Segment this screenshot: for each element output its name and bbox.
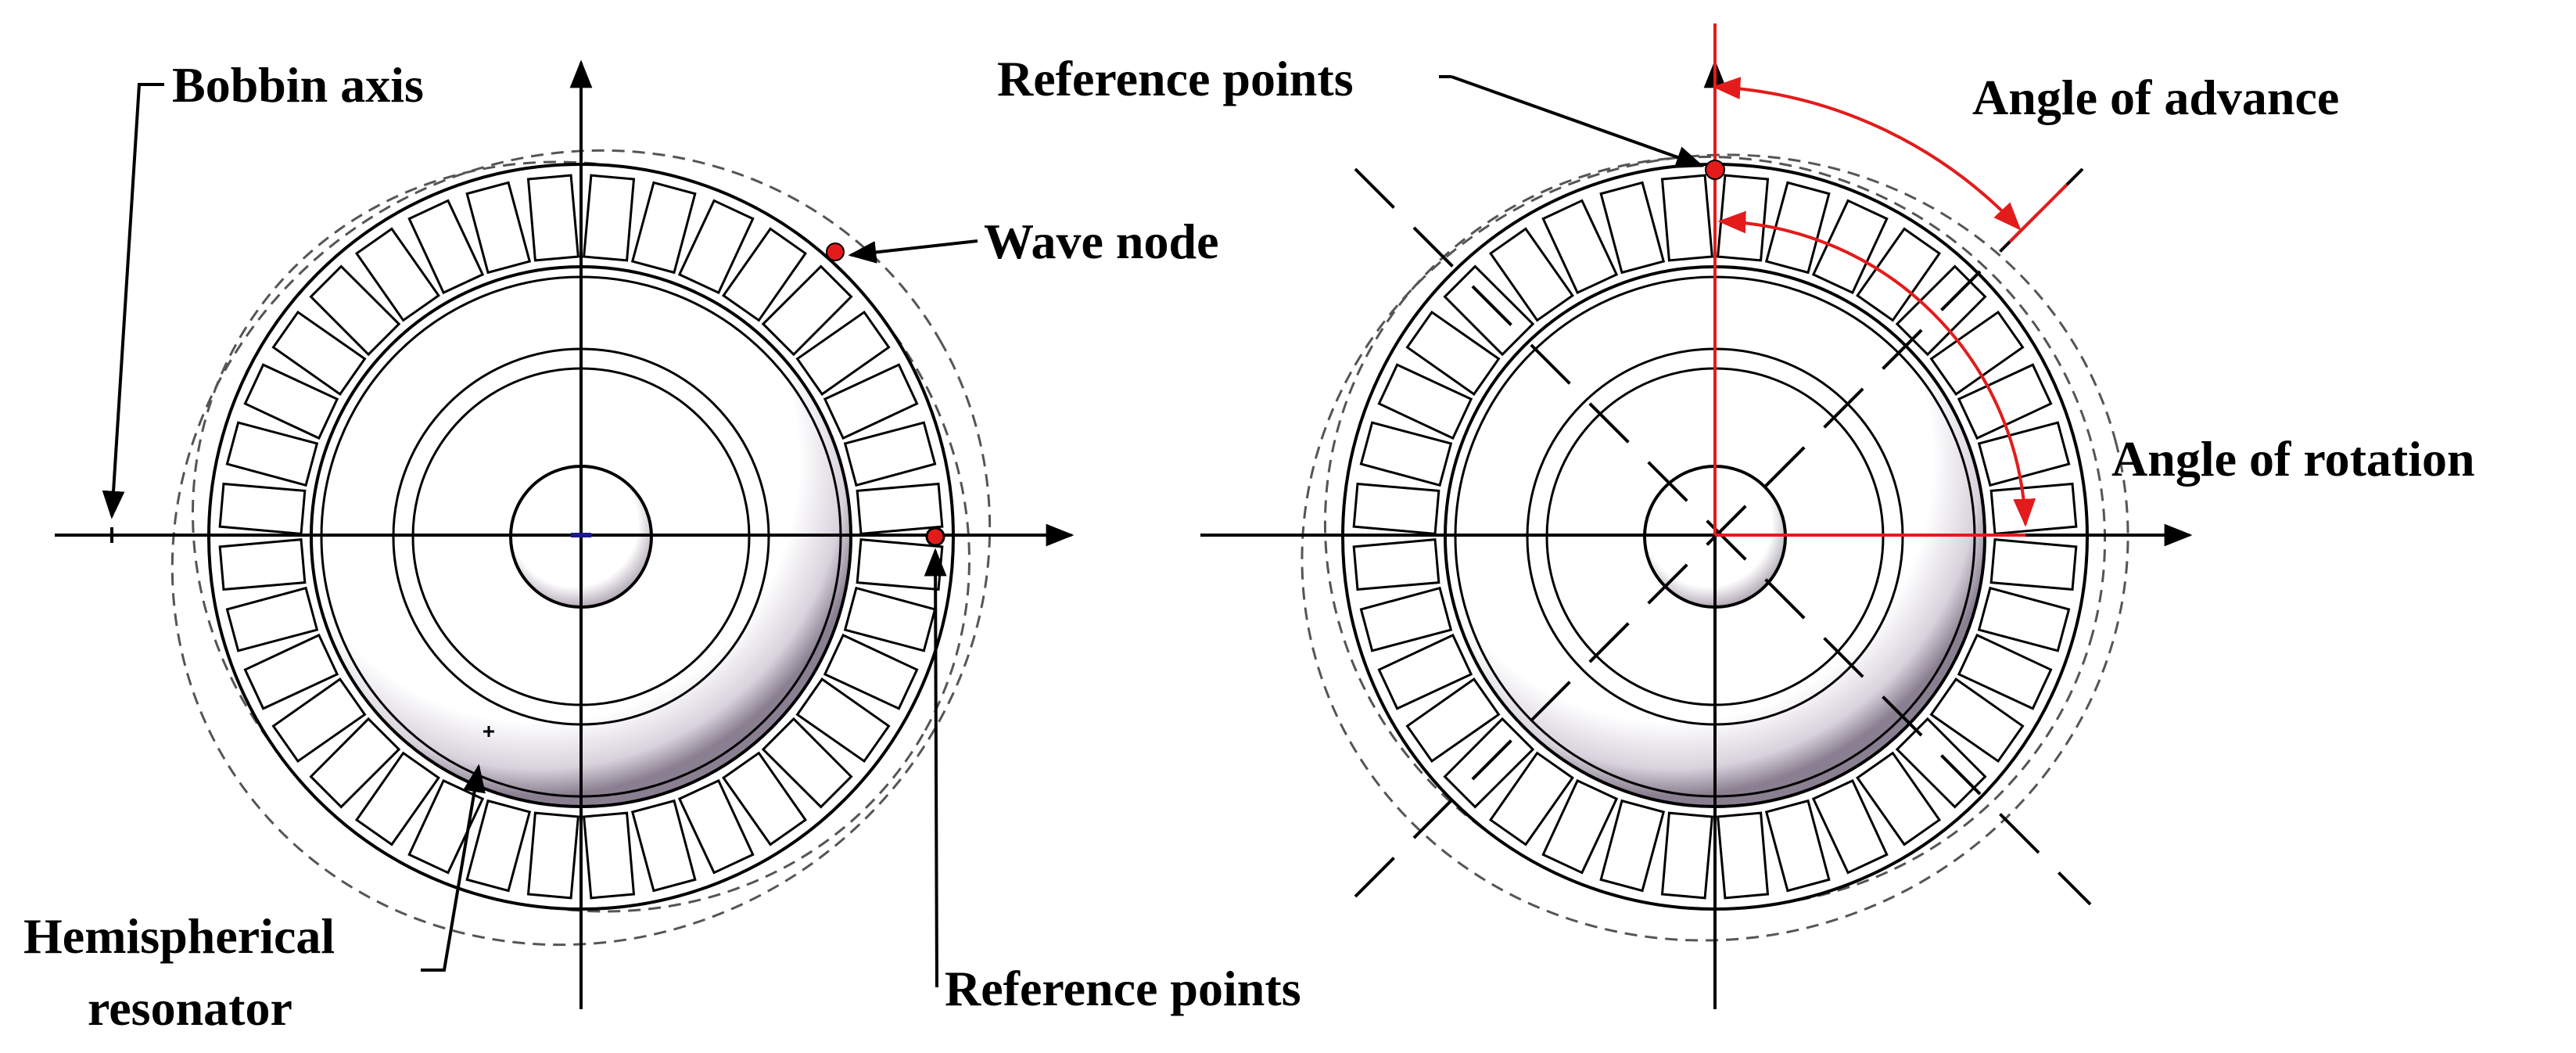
right-slot xyxy=(1957,633,2053,710)
left-slot xyxy=(271,677,367,764)
left-slot xyxy=(856,537,944,591)
angle-of-advance-label: Angle of advance xyxy=(1972,70,2339,125)
left-slot xyxy=(225,586,319,652)
left-slot xyxy=(630,799,697,893)
angle-of-rotation-label: Angle of rotation xyxy=(2111,431,2475,487)
left-slot xyxy=(243,633,339,710)
angle-of-rotation-arc xyxy=(1717,210,2036,527)
reference-points-right-label: Reference points xyxy=(997,51,1354,106)
left-slot xyxy=(218,482,307,536)
wave-node-point xyxy=(826,243,845,261)
wave-node-label: Wave node xyxy=(984,214,1218,269)
right-slot xyxy=(1716,174,1770,262)
left-slot-ring xyxy=(218,174,944,900)
left-slot xyxy=(582,174,636,262)
right-slot xyxy=(1359,586,1453,652)
left-slot xyxy=(843,586,937,652)
left-slot xyxy=(309,264,401,357)
left-slot xyxy=(407,778,485,875)
right-slot xyxy=(1895,717,1987,809)
right-slot xyxy=(1405,677,1501,764)
right-slot xyxy=(1541,778,1619,875)
left-slot xyxy=(630,181,697,275)
left-slot xyxy=(761,717,853,809)
right-slot xyxy=(1764,799,1831,893)
left-slot xyxy=(677,199,755,295)
right-slot xyxy=(1599,799,1666,893)
right-slot xyxy=(1405,310,1501,396)
left-slot xyxy=(526,174,580,262)
right-dashed-outline-1 xyxy=(1301,153,2129,942)
left-slot xyxy=(407,199,485,295)
left-slot xyxy=(795,310,891,396)
hemispherical-label-line1: Hemispherical xyxy=(23,908,335,964)
reference-points-left-leader xyxy=(924,548,947,988)
right-panel: Reference points Angle of advance Angle … xyxy=(997,23,2475,1009)
left-slot xyxy=(354,751,440,846)
reference-points-right-leader-2 xyxy=(1451,75,1705,168)
right-slot xyxy=(1352,482,1440,536)
wave-node-leader xyxy=(848,239,978,264)
left-slot xyxy=(218,537,307,591)
left-slot xyxy=(271,310,367,396)
right-slot xyxy=(1599,181,1666,275)
right-reference-point xyxy=(1705,160,1725,180)
right-slot xyxy=(1977,586,2071,652)
right-slot xyxy=(1989,537,2078,591)
right-slot xyxy=(1811,778,1889,875)
right-slot xyxy=(1488,751,1574,846)
hemispherical-label-line2: resonator xyxy=(88,980,292,1036)
right-slot xyxy=(1443,264,1535,357)
left-slot xyxy=(722,227,808,322)
right-slot xyxy=(1856,751,1942,846)
left-slot xyxy=(677,778,755,875)
left-slot xyxy=(856,482,944,536)
left-panel: Bobbin axis Wave node Reference points H… xyxy=(23,57,1301,1036)
left-slot xyxy=(823,363,919,440)
left-slot xyxy=(843,421,937,487)
right-slot xyxy=(1377,633,1473,710)
right-slot xyxy=(1488,227,1574,322)
right-slot xyxy=(1660,811,1714,900)
left-reference-point xyxy=(925,526,945,547)
left-slot xyxy=(465,181,532,275)
advance-direction-line xyxy=(2008,183,2068,243)
left-slot xyxy=(225,421,319,487)
right-slot xyxy=(1359,421,1453,487)
left-slot xyxy=(309,717,401,809)
left-slot xyxy=(465,799,532,893)
left-slot xyxy=(526,811,580,900)
left-slot xyxy=(243,363,339,440)
left-slot xyxy=(582,811,636,900)
right-slot xyxy=(1989,482,2078,536)
crosshair-marker xyxy=(483,726,494,737)
right-slot xyxy=(1929,677,2025,764)
right-slot xyxy=(1377,363,1473,440)
bobbin-axis-label: Bobbin axis xyxy=(172,57,424,113)
left-slot xyxy=(722,751,808,846)
left-slot xyxy=(823,633,919,710)
right-slot xyxy=(1716,811,1770,900)
left-dashed-outline-1 xyxy=(170,149,992,947)
reference-points-left-label: Reference points xyxy=(945,961,1301,1016)
bobbin-axis-leader xyxy=(102,83,164,519)
right-slot xyxy=(1660,174,1714,262)
right-slot xyxy=(1352,537,1440,591)
left-slot xyxy=(761,264,853,357)
hemispherical-leader xyxy=(421,764,486,972)
angle-of-advance-arc xyxy=(1712,77,2022,231)
right-slot xyxy=(1541,199,1619,295)
left-slot xyxy=(354,227,440,322)
left-slot xyxy=(795,677,891,764)
